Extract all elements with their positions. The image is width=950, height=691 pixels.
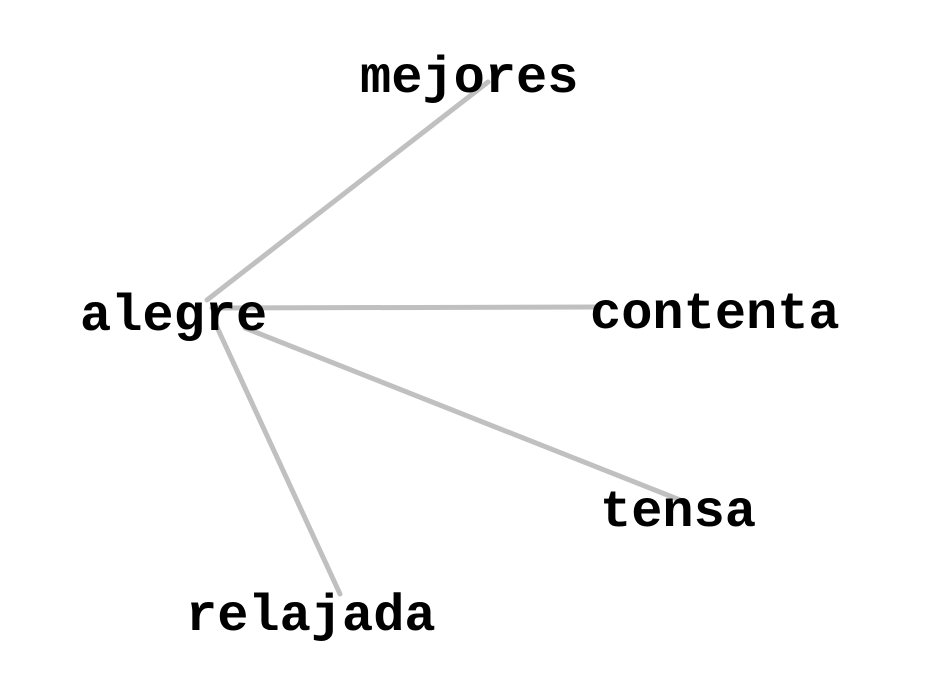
edge-alegre-tensa	[242, 325, 683, 503]
node-alegre: alegre	[80, 287, 267, 346]
edges-group	[204, 79, 683, 597]
edge-alegre-mejores	[204, 79, 491, 303]
node-tensa: tensa	[600, 483, 756, 542]
edge-alegre-relajada	[213, 322, 343, 597]
node-contenta: contenta	[590, 285, 840, 344]
labels-group: alegre mejores contenta tensa relajada	[80, 49, 840, 646]
node-relajada: relajada	[186, 587, 436, 646]
edge-alegre-contenta	[209, 304, 603, 311]
node-mejores: mejores	[360, 49, 578, 108]
